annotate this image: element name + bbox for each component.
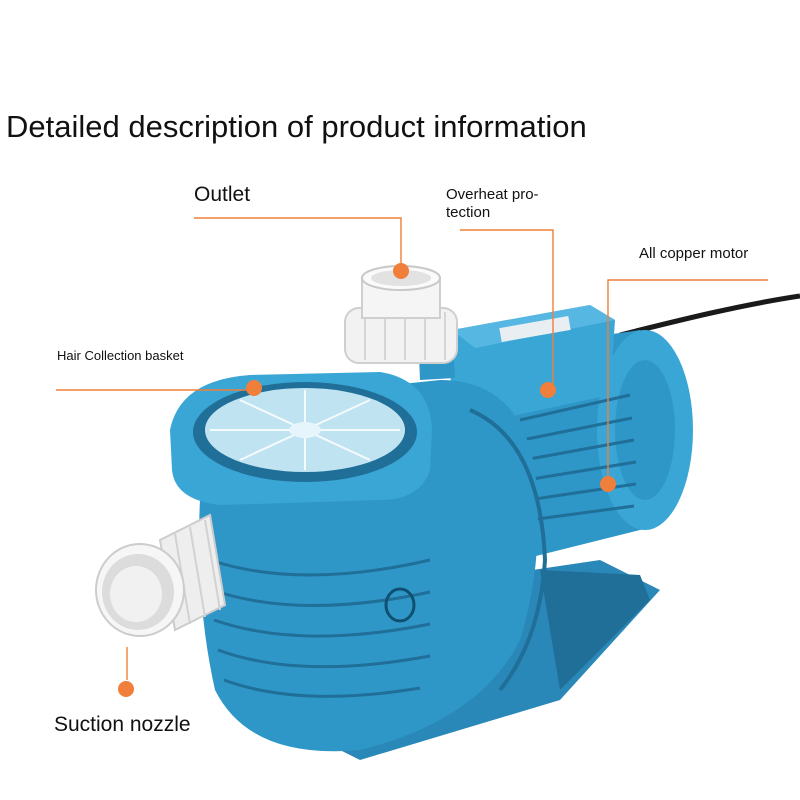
hair-collection-basket-label: Hair Collection basket bbox=[57, 348, 184, 363]
motor-callout-dot bbox=[600, 476, 616, 492]
all-copper-motor-label: All copper motor bbox=[639, 245, 749, 262]
callout-markers bbox=[118, 263, 616, 697]
page-title: Detailed description of product informat… bbox=[6, 108, 587, 144]
outlet-label: Outlet bbox=[194, 183, 251, 206]
suction-nozzle-label: Suction nozzle bbox=[54, 713, 191, 736]
outlet-callout-dot bbox=[393, 263, 409, 279]
suction-callout-dot bbox=[118, 681, 134, 697]
basket-callout-dot bbox=[246, 380, 262, 396]
overheat-callout-dot bbox=[540, 382, 556, 398]
overheat-protection-label: Overheat pro- tection bbox=[446, 186, 539, 221]
